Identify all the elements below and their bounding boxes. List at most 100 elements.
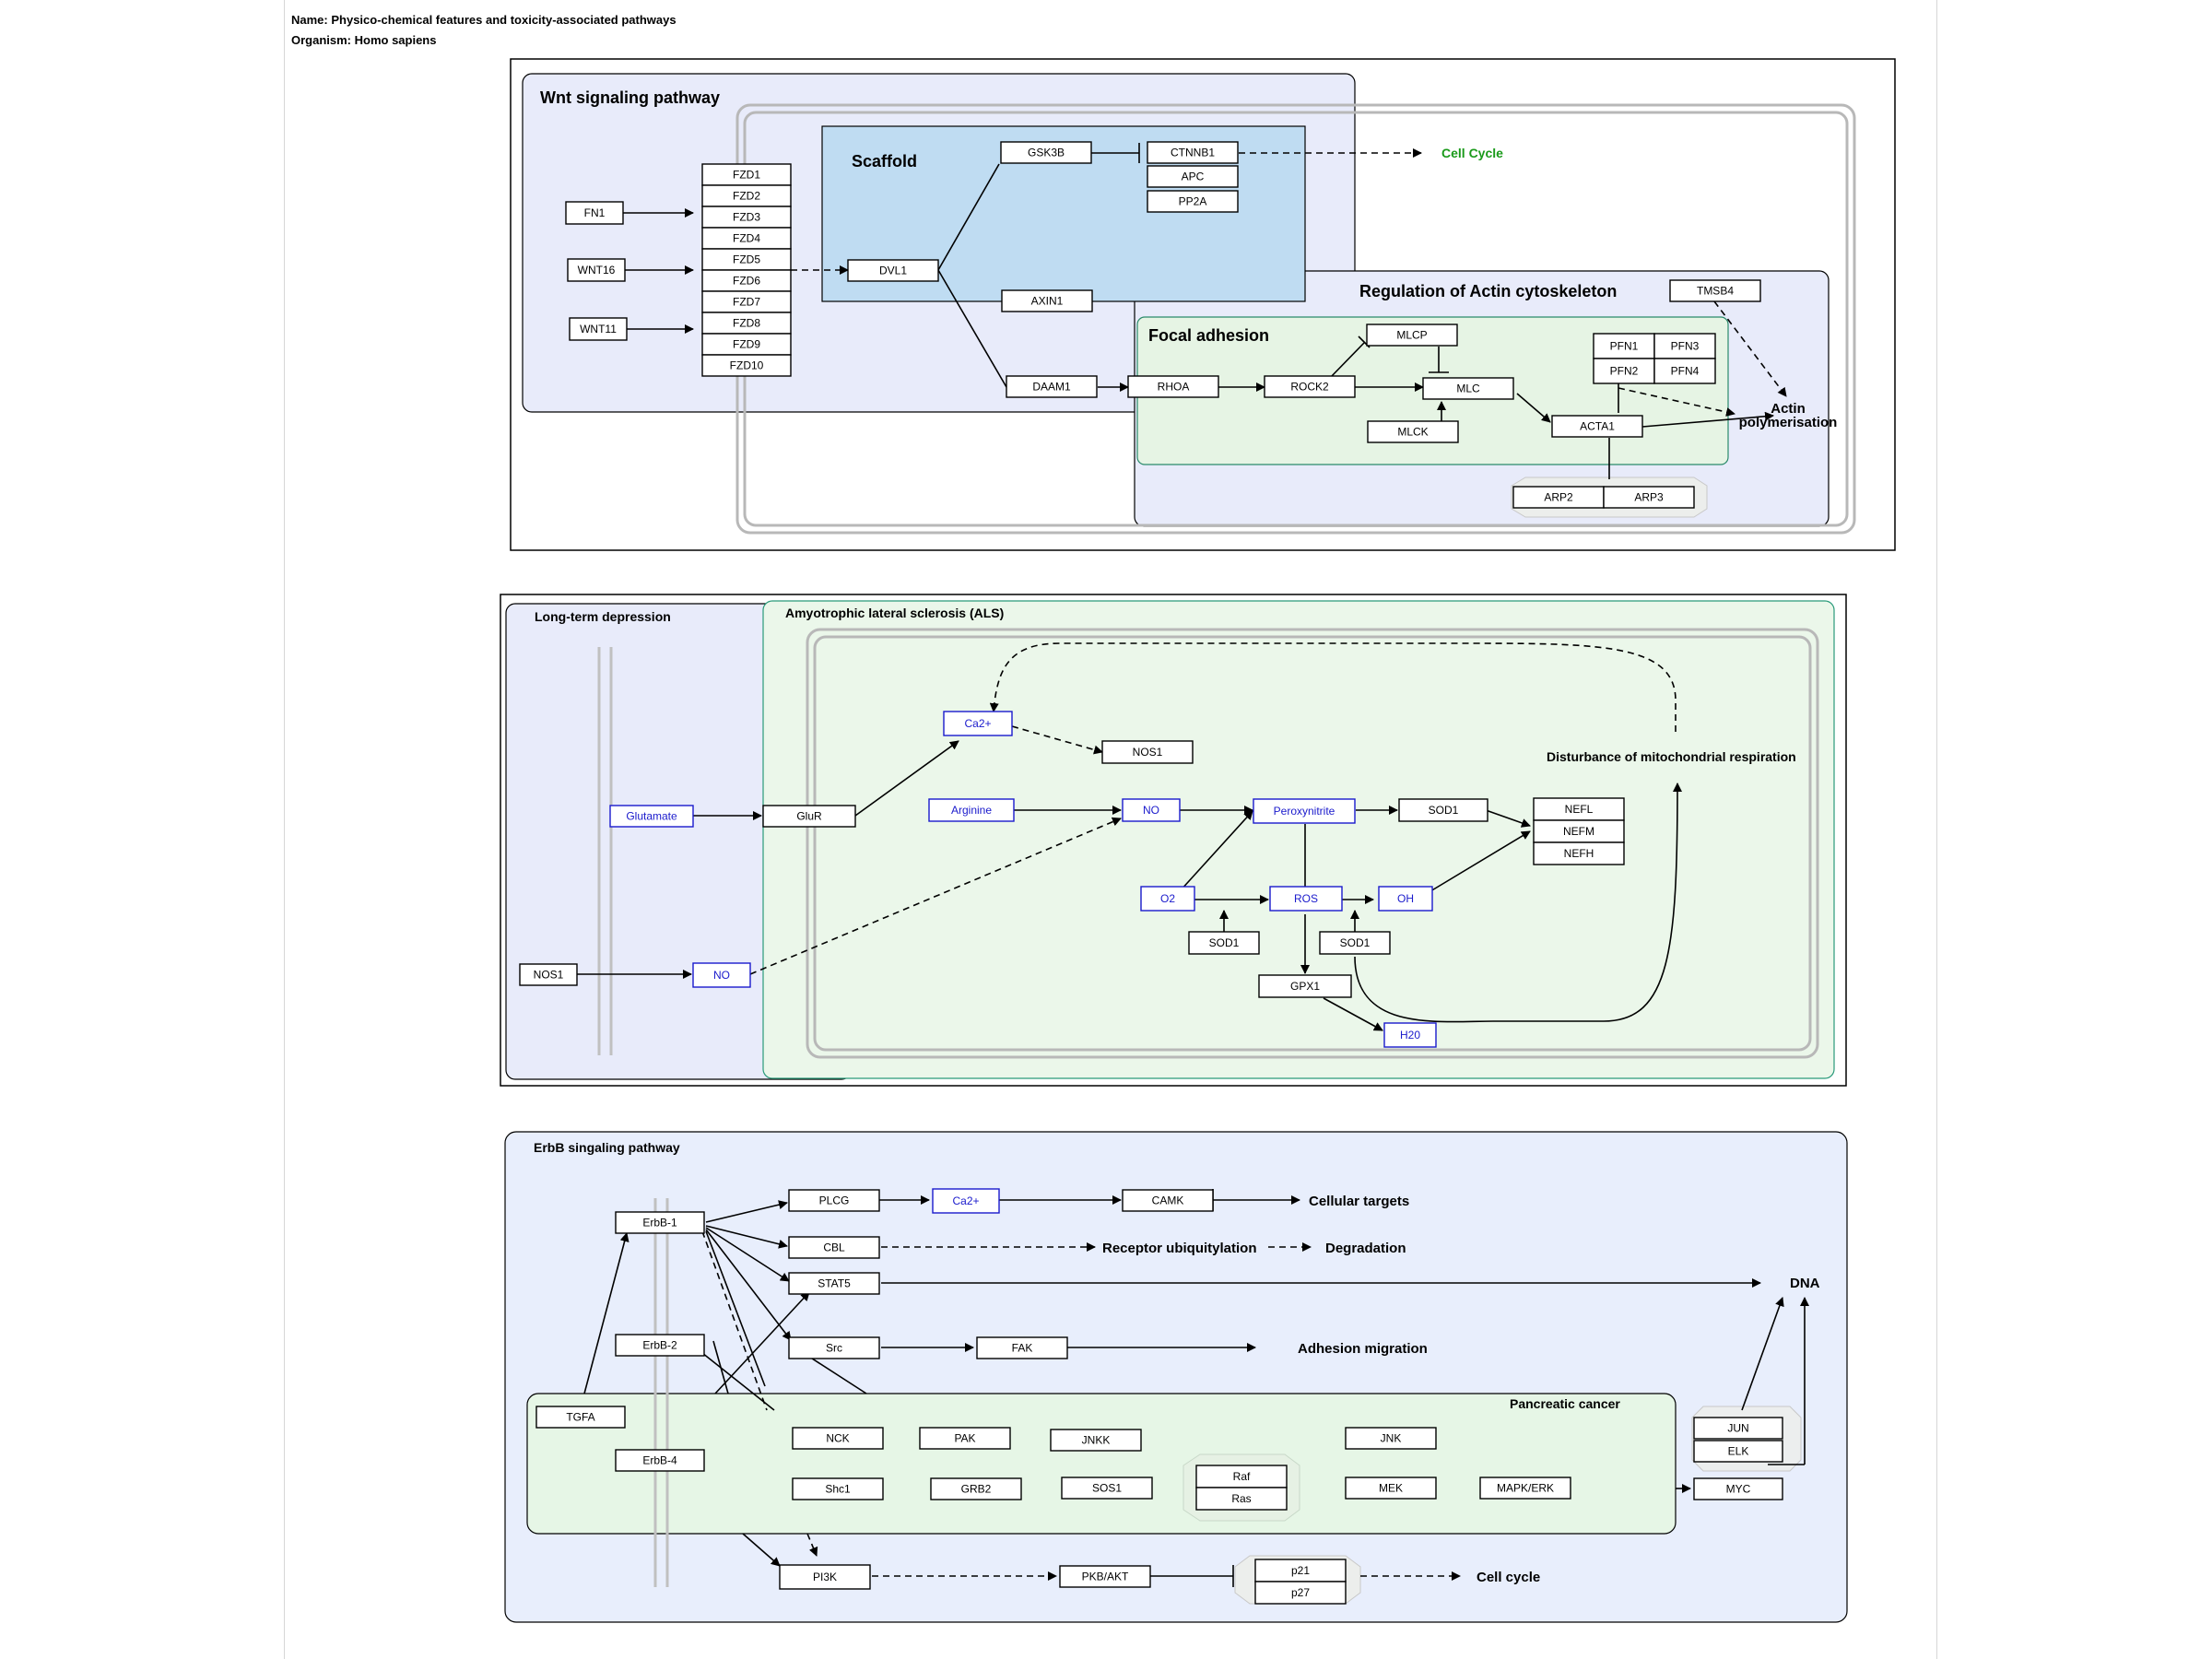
node-fzd8[interactable]: FZD8 [701,312,792,335]
node-fzd3[interactable]: FZD3 [701,206,792,229]
node-pi3k[interactable]: PI3K [779,1564,871,1590]
node-erbb4[interactable]: ErbB-4 [615,1449,705,1472]
node-plcg[interactable]: PLCG [788,1189,880,1212]
node-glur[interactable]: GluR [762,805,856,828]
node-label: PLCG [819,1194,850,1207]
node-nob[interactable]: NO [692,962,751,988]
node-wnt11[interactable]: WNT11 [569,317,628,341]
node-label: GSK3B [1028,147,1065,159]
node-nefl[interactable]: NEFL [1533,797,1625,821]
node-noa[interactable]: NO [1122,798,1181,822]
node-fzd1[interactable]: FZD1 [701,163,792,186]
node-fzd6[interactable]: FZD6 [701,269,792,292]
node-h20[interactable]: H20 [1383,1022,1437,1048]
node-o2[interactable]: O2 [1140,886,1195,912]
node-fzd10[interactable]: FZD10 [701,354,792,377]
node-erbb1[interactable]: ErbB-1 [615,1211,705,1234]
node-apc[interactable]: APC [1147,165,1239,188]
node-mlck[interactable]: MLCK [1367,420,1459,443]
node-nos1a[interactable]: NOS1 [1101,740,1194,764]
node-label: FAK [1012,1342,1033,1355]
node-p21[interactable]: p21 [1254,1559,1347,1583]
node-erbb2[interactable]: ErbB-2 [615,1334,705,1357]
node-label: Shc1 [825,1483,851,1496]
node-shc1[interactable]: Shc1 [792,1477,884,1500]
node-nck[interactable]: NCK [792,1427,884,1450]
node-daam1[interactable]: DAAM1 [1006,375,1098,398]
node-label: JUN [1727,1422,1748,1435]
node-tgfa[interactable]: TGFA [535,1406,626,1429]
node-label: NO [713,969,730,982]
node-pfn4[interactable]: PFN4 [1653,358,1716,384]
node-grb2[interactable]: GRB2 [930,1477,1022,1500]
node-label: TGFA [566,1411,594,1424]
node-jnk[interactable]: JNK [1345,1427,1437,1450]
node-fzd9[interactable]: FZD9 [701,333,792,356]
pathway-name: Name: Physico-chemical features and toxi… [291,13,677,27]
node-stat5[interactable]: STAT5 [788,1272,880,1295]
node-ctnnb1[interactable]: CTNNB1 [1147,141,1239,164]
node-label: DAAM1 [1032,381,1071,394]
node-glutamate[interactable]: Glutamate [609,805,694,828]
node-fak[interactable]: FAK [976,1336,1068,1359]
node-label: JNKK [1082,1434,1111,1447]
node-sod1b[interactable]: SOD1 [1188,931,1260,955]
node-sod1a[interactable]: SOD1 [1398,798,1488,822]
node-sod1c[interactable]: SOD1 [1319,931,1391,955]
node-rock2[interactable]: ROCK2 [1264,375,1356,398]
node-acta1[interactable]: ACTA1 [1551,415,1643,438]
node-mapkerk[interactable]: MAPK/ERK [1479,1477,1571,1500]
node-mek[interactable]: MEK [1345,1477,1437,1500]
node-wnt16[interactable]: WNT16 [567,258,626,282]
node-tmsb4[interactable]: TMSB4 [1669,279,1761,302]
node-p27[interactable]: p27 [1254,1581,1347,1605]
node-fzd5[interactable]: FZD5 [701,248,792,271]
node-pfn3[interactable]: PFN3 [1653,333,1716,359]
node-label: ErbB-4 [642,1454,677,1467]
node-camk[interactable]: CAMK [1122,1189,1214,1212]
node-arp2[interactable]: ARP2 [1512,486,1605,509]
node-label: SOD1 [1340,936,1371,949]
node-arp3[interactable]: ARP3 [1603,486,1695,509]
node-nefh[interactable]: NEFH [1533,841,1625,865]
node-gsk3b[interactable]: GSK3B [1000,141,1092,164]
node-pkbakt[interactable]: PKB/AKT [1059,1565,1151,1588]
node-ca2b[interactable]: Ca2+ [932,1188,1000,1214]
node-peroxynitrite[interactable]: Peroxynitrite [1253,798,1356,824]
node-gpx1[interactable]: GPX1 [1258,974,1352,998]
node-rhoa[interactable]: RHOA [1127,375,1219,398]
node-src[interactable]: Src [788,1336,880,1359]
node-pfn1[interactable]: PFN1 [1593,333,1655,359]
node-mlc[interactable]: MLC [1422,377,1514,400]
node-pfn2[interactable]: PFN2 [1593,358,1655,384]
node-label: FZD1 [733,169,760,182]
node-label: MAPK/ERK [1497,1482,1554,1495]
node-raf[interactable]: Raf [1195,1465,1288,1488]
label-pancreatic-cancer: Pancreatic cancer [1510,1396,1620,1411]
node-fzd4[interactable]: FZD4 [701,227,792,250]
node-nos1b[interactable]: NOS1 [519,963,578,986]
node-fzd7[interactable]: FZD7 [701,290,792,313]
node-ras[interactable]: Ras [1195,1487,1288,1511]
node-oh[interactable]: OH [1378,886,1433,912]
node-elk[interactable]: ELK [1693,1440,1783,1463]
node-pak[interactable]: PAK [919,1427,1011,1450]
node-nefm[interactable]: NEFM [1533,819,1625,843]
node-jnkk[interactable]: JNKK [1050,1429,1142,1452]
node-dvl1[interactable]: DVL1 [847,259,939,282]
node-sos1[interactable]: SOS1 [1061,1477,1153,1500]
node-cbl[interactable]: CBL [788,1236,880,1259]
node-mlcp[interactable]: MLCP [1366,324,1458,347]
node-jun[interactable]: JUN [1693,1417,1783,1440]
node-label: ROS [1294,892,1318,905]
node-myc[interactable]: MYC [1693,1477,1783,1500]
node-ros[interactable]: ROS [1269,886,1343,912]
node-fn1[interactable]: FN1 [565,201,624,225]
node-fzd2[interactable]: FZD2 [701,184,792,207]
node-ca2a[interactable]: Ca2+ [943,711,1013,736]
node-label: FN1 [584,206,606,219]
node-arginine[interactable]: Arginine [928,798,1015,822]
node-pp2a[interactable]: PP2A [1147,190,1239,213]
node-axin1[interactable]: AXIN1 [1001,289,1093,312]
node-label: MLC [1456,382,1480,395]
